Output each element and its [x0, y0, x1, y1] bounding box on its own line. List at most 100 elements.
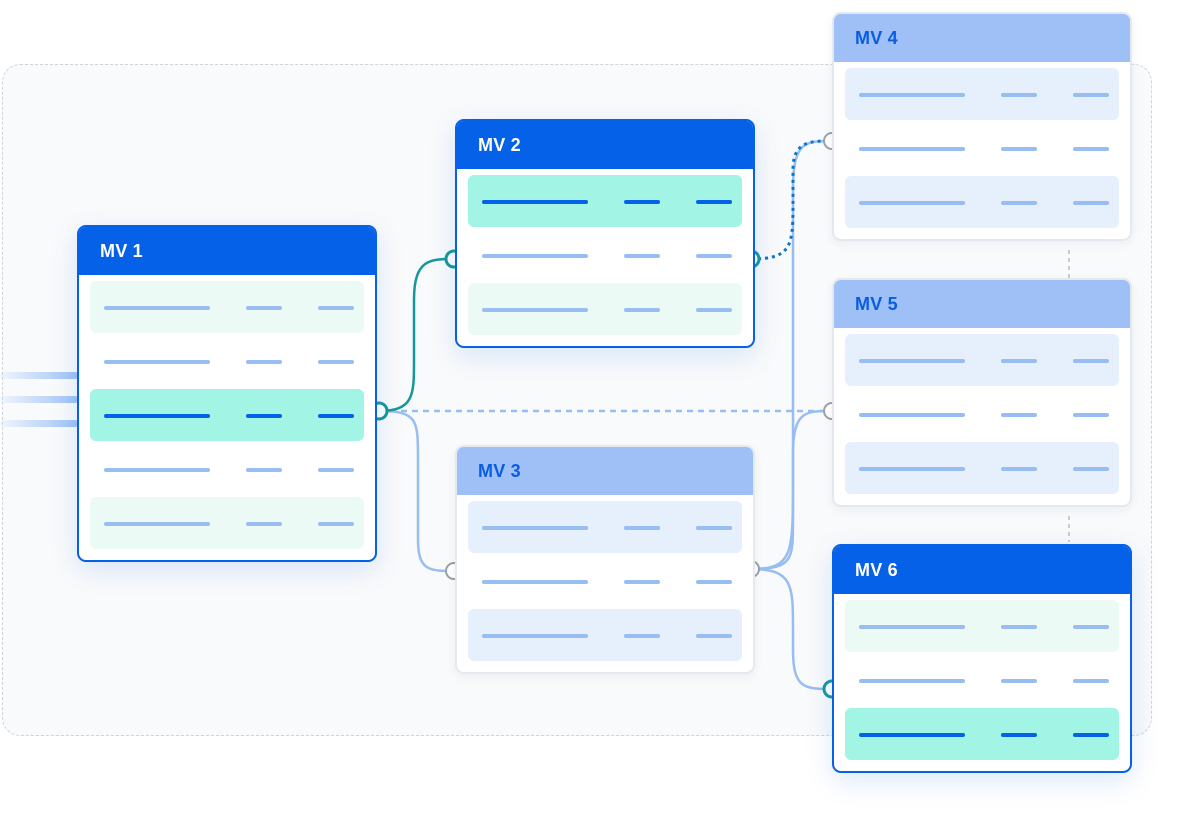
column-type-placeholder: [246, 306, 282, 310]
column-name-placeholder: [482, 200, 588, 204]
node-header: MV 4: [834, 14, 1130, 62]
column-value-placeholder: [696, 200, 732, 204]
column-value-placeholder: [696, 308, 732, 312]
column-value-placeholder: [696, 634, 732, 638]
table-row[interactable]: [845, 442, 1119, 494]
node-card-mv3[interactable]: MV 3: [455, 445, 755, 674]
table-row[interactable]: [90, 281, 364, 333]
column-name-placeholder: [104, 306, 210, 310]
column-name-placeholder: [859, 93, 965, 97]
table-row[interactable]: [468, 501, 742, 553]
node-rows: [834, 594, 1130, 771]
table-row-highlighted[interactable]: [845, 708, 1119, 760]
table-row[interactable]: [845, 122, 1119, 174]
node-rows: [457, 169, 753, 346]
node-card-mv5[interactable]: MV 5: [832, 278, 1132, 507]
column-name-placeholder: [482, 580, 588, 584]
column-name-placeholder: [859, 467, 965, 471]
column-name-placeholder: [859, 679, 965, 683]
table-row-highlighted[interactable]: [90, 389, 364, 441]
column-name-placeholder: [859, 201, 965, 205]
table-row[interactable]: [468, 229, 742, 281]
column-name-placeholder: [859, 413, 965, 417]
column-type-placeholder: [1001, 359, 1037, 363]
incoming-stream-line: [0, 420, 78, 427]
column-type-placeholder: [1001, 679, 1037, 683]
column-value-placeholder: [1073, 93, 1109, 97]
table-row[interactable]: [468, 555, 742, 607]
column-value-placeholder: [318, 414, 354, 418]
column-value-placeholder: [318, 522, 354, 526]
column-value-placeholder: [318, 468, 354, 472]
column-value-placeholder: [1073, 147, 1109, 151]
edge-mv3-mv4: [750, 139, 833, 571]
node-title: MV 2: [478, 134, 521, 155]
column-name-placeholder: [104, 522, 210, 526]
column-type-placeholder: [246, 414, 282, 418]
node-header: MV 1: [79, 227, 375, 275]
column-type-placeholder: [624, 308, 660, 312]
incoming-stream-line: [0, 372, 78, 379]
table-row[interactable]: [90, 335, 364, 387]
node-card-mv2[interactable]: MV 2: [455, 119, 755, 348]
node-header: MV 6: [834, 546, 1130, 594]
column-type-placeholder: [1001, 467, 1037, 471]
column-name-placeholder: [104, 468, 210, 472]
table-row[interactable]: [845, 68, 1119, 120]
edge-mv3-mv5: [750, 409, 833, 571]
column-type-placeholder: [1001, 625, 1037, 629]
edge-mv1-mv3: [378, 409, 455, 573]
column-value-placeholder: [1073, 733, 1109, 737]
node-rows: [79, 275, 375, 560]
column-name-placeholder: [104, 360, 210, 364]
node-header: MV 3: [457, 447, 753, 495]
column-value-placeholder: [1073, 467, 1109, 471]
column-type-placeholder: [624, 634, 660, 638]
table-row[interactable]: [90, 443, 364, 495]
column-value-placeholder: [696, 580, 732, 584]
column-value-placeholder: [696, 254, 732, 258]
column-name-placeholder: [859, 147, 965, 151]
table-row[interactable]: [845, 176, 1119, 228]
column-name-placeholder: [482, 254, 588, 258]
column-type-placeholder: [1001, 413, 1037, 417]
node-title: MV 6: [855, 559, 898, 580]
column-type-placeholder: [1001, 201, 1037, 205]
column-value-placeholder: [696, 526, 732, 530]
table-row[interactable]: [845, 600, 1119, 652]
column-name-placeholder: [859, 625, 965, 629]
edge-mv2-mv4: [750, 139, 833, 261]
node-card-mv4[interactable]: MV 4: [832, 12, 1132, 241]
table-row[interactable]: [468, 609, 742, 661]
table-row-highlighted[interactable]: [468, 175, 742, 227]
column-type-placeholder: [1001, 147, 1037, 151]
table-row[interactable]: [845, 334, 1119, 386]
table-row[interactable]: [845, 654, 1119, 706]
node-header: MV 5: [834, 280, 1130, 328]
node-title: MV 1: [100, 240, 143, 261]
table-row[interactable]: [468, 283, 742, 335]
node-title: MV 5: [855, 293, 898, 314]
column-type-placeholder: [246, 468, 282, 472]
table-row[interactable]: [845, 388, 1119, 440]
column-type-placeholder: [1001, 733, 1037, 737]
edge-mv3-mv6: [750, 567, 833, 691]
column-name-placeholder: [482, 526, 588, 530]
column-name-placeholder: [859, 359, 965, 363]
column-value-placeholder: [1073, 359, 1109, 363]
column-value-placeholder: [1073, 201, 1109, 205]
column-value-placeholder: [318, 360, 354, 364]
node-card-mv1[interactable]: MV 1: [77, 225, 377, 562]
column-name-placeholder: [104, 414, 210, 418]
node-header: MV 2: [457, 121, 753, 169]
column-name-placeholder: [859, 733, 965, 737]
edge-mv1-mv2: [378, 257, 455, 413]
column-value-placeholder: [1073, 413, 1109, 417]
column-type-placeholder: [1001, 93, 1037, 97]
node-rows: [457, 495, 753, 672]
column-type-placeholder: [246, 522, 282, 526]
table-row[interactable]: [90, 497, 364, 549]
node-rows: [834, 62, 1130, 239]
node-card-mv6[interactable]: MV 6: [832, 544, 1132, 773]
